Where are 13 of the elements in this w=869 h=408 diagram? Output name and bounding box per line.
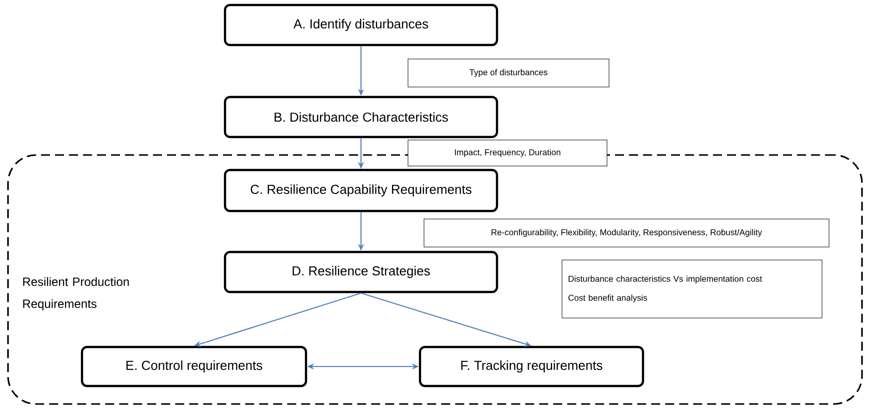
process-box: A. Identify disturbances bbox=[224, 4, 498, 46]
process-box: D. Resilience Strategies bbox=[224, 250, 498, 294]
process-box: B. Disturbance Characteristics bbox=[224, 96, 498, 138]
note-box: Type of disturbances bbox=[408, 58, 610, 88]
note-text: Disturbance characteristics Vs implementation cost bbox=[568, 276, 762, 284]
process-box: C. Resilience Capability Requirements bbox=[224, 168, 498, 212]
process-box: E. Control requirements bbox=[80, 346, 308, 388]
note-box: Impact, Frequency, Duration bbox=[408, 140, 608, 166]
note-box: Re-configurability, Flexibility, Modularity, Responsiveness, Robust/Agility bbox=[424, 218, 830, 248]
process-box: F. Tracking requirements bbox=[418, 346, 644, 388]
note-text: Cost benefit analysis bbox=[568, 294, 648, 302]
region-heading: Resilient Production Requirements bbox=[23, 277, 129, 310]
note-box bbox=[562, 260, 822, 318]
